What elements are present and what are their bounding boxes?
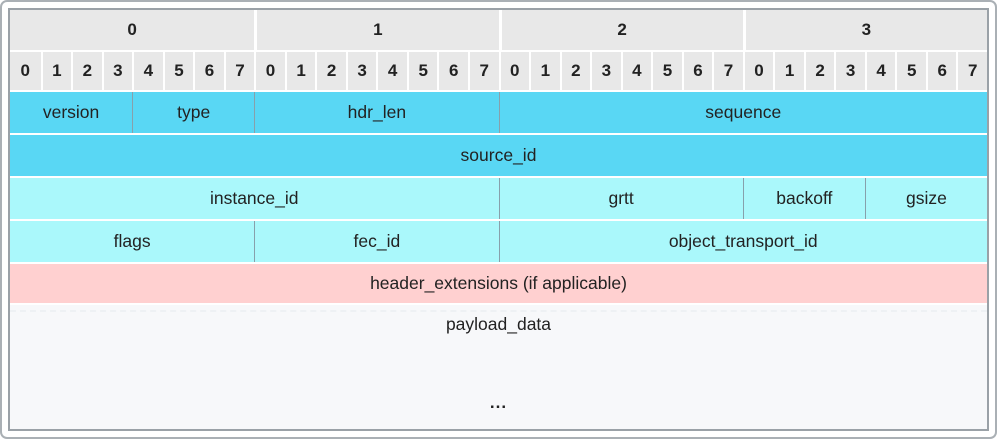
- field-flags: flags: [10, 221, 255, 262]
- bit-number-cell: 0: [10, 52, 41, 90]
- bit-number-cell: 6: [681, 52, 713, 90]
- bit-number-cell: 3: [590, 52, 621, 90]
- bit-number-cell: 3: [834, 52, 865, 90]
- bit-number-cell: 7: [223, 52, 255, 90]
- field-gsize: gsize: [864, 178, 987, 219]
- bit-number-cell: 0: [742, 52, 774, 90]
- bit-number-cell: 7: [712, 52, 743, 90]
- bit-number-cell: 6: [193, 52, 224, 90]
- bit-number-cell: 4: [864, 52, 896, 90]
- field-fec-id: fec_id: [254, 221, 499, 262]
- bit-number-cell: 6: [437, 52, 468, 90]
- bit-number-cell: 1: [773, 52, 804, 90]
- bit-number-cell: 2: [315, 52, 346, 90]
- field-sequence: sequence: [498, 92, 987, 133]
- bit-number-cell: 3: [101, 52, 133, 90]
- field-grtt: grtt: [498, 178, 743, 219]
- bit-number-cell: 1: [284, 52, 316, 90]
- byte-offset-2: 2: [498, 10, 743, 50]
- bit-number-cell: 2: [559, 52, 591, 90]
- field-instance-id: instance_id: [10, 178, 499, 219]
- field-header-extensions-if-applicable: header_extensions (if applicable): [10, 264, 987, 303]
- field-type: type: [132, 92, 255, 133]
- bit-number-cell: 5: [162, 52, 194, 90]
- row-extensions: header_extensions (if applicable): [10, 264, 987, 303]
- bit-number-cell: 5: [651, 52, 682, 90]
- bit-number-cell: 4: [620, 52, 652, 90]
- byte-offset-1: 1: [254, 10, 499, 50]
- bit-number-cell: 0: [254, 52, 285, 90]
- bit-number-cell: 2: [71, 52, 102, 90]
- field-hdr-len: hdr_len: [254, 92, 499, 133]
- field-version: version: [10, 92, 133, 133]
- bit-number-cell: 4: [132, 52, 163, 90]
- byte-offset-3: 3: [742, 10, 987, 50]
- bit-number-cell: 5: [895, 52, 926, 90]
- bit-number-cell: 1: [529, 52, 560, 90]
- bit-number-cell: 0: [498, 52, 530, 90]
- field-source-id: source_id: [10, 135, 987, 176]
- field-backoff: backoff: [742, 178, 865, 219]
- bit-number-cell: 1: [40, 52, 72, 90]
- bit-number-cell: 5: [406, 52, 438, 90]
- bit-number-cell: 6: [925, 52, 957, 90]
- payload-data-label: payload_data: [445, 314, 552, 334]
- byte-offset-0: 0: [10, 10, 255, 50]
- row-word-1: source_id: [10, 135, 987, 176]
- field-object-transport-id: object_transport_id: [498, 221, 987, 262]
- bit-number-cell: 7: [956, 52, 987, 90]
- bit-number-cell: 7: [467, 52, 499, 90]
- payload-ellipsis: ...: [489, 393, 508, 412]
- bit-number-cell: 3: [345, 52, 377, 90]
- bit-number-cell: 4: [376, 52, 407, 90]
- bit-number-cell: 2: [803, 52, 835, 90]
- field-payload-data: payload_data ...: [10, 305, 987, 429]
